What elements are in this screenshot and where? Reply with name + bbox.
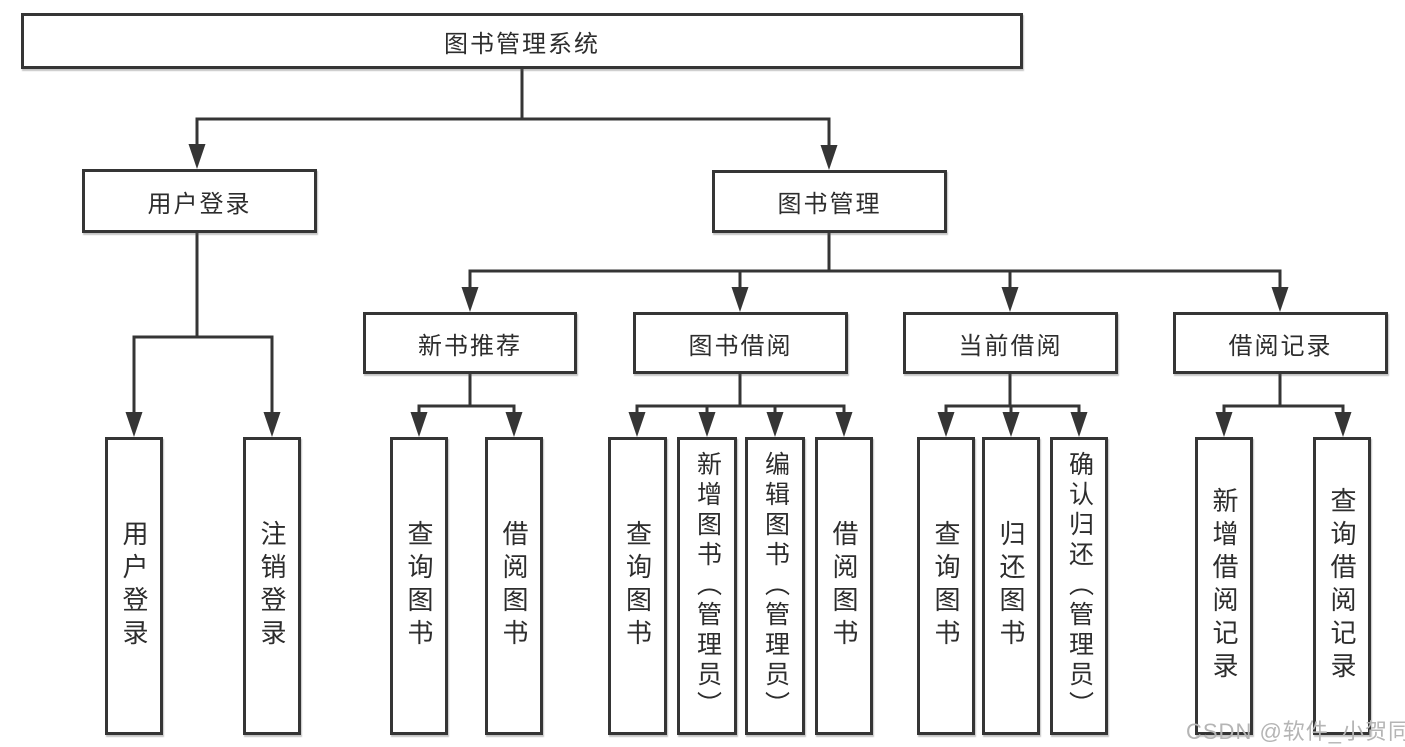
connector-userlogin-split bbox=[132, 335, 274, 418]
arrowhead-icon bbox=[505, 412, 523, 437]
leaf-query-books-current: 查询图书 bbox=[917, 437, 975, 735]
connector-root-split bbox=[195, 117, 831, 150]
arrowhead-icon bbox=[410, 412, 428, 437]
leaf-logout: 注销登录 bbox=[243, 437, 301, 735]
arrowhead-icon bbox=[835, 412, 853, 437]
leaf-edit-books-admin: 编辑图书（管理员） bbox=[745, 437, 805, 735]
leaf-borrow-books: 借阅图书 bbox=[815, 437, 873, 735]
leaf-user-login: 用户登录 bbox=[105, 437, 163, 735]
arrowhead-icon bbox=[1271, 287, 1289, 312]
csdn-watermark: CSDN @软件_小贺同学 bbox=[1186, 719, 1405, 744]
arrowhead-icon bbox=[125, 412, 143, 437]
arrowhead-icon bbox=[1334, 412, 1352, 437]
leaf-query-books-borrow: 查询图书 bbox=[608, 437, 667, 735]
arrowhead-icon bbox=[766, 412, 784, 437]
node-library-management-system: 图书管理系统 bbox=[21, 13, 1023, 69]
leaf-add-borrow-record: 新增借阅记录 bbox=[1195, 437, 1253, 735]
node-user-login: 用户登录 bbox=[82, 169, 317, 233]
leaf-return-books: 归还图书 bbox=[982, 437, 1040, 735]
arrowhead-icon bbox=[1002, 412, 1020, 437]
connector-bookmgmt-split bbox=[468, 269, 1282, 293]
arrowhead-icon bbox=[731, 287, 749, 312]
node-book-borrowing: 图书借阅 bbox=[633, 312, 848, 374]
arrowhead-icon bbox=[188, 144, 206, 169]
arrowhead-icon bbox=[628, 412, 646, 437]
connector-newbooks-split bbox=[417, 404, 516, 418]
leaf-borrow-books-recommend: 借阅图书 bbox=[485, 437, 543, 735]
leaf-confirm-return-admin: 确认归还（管理员） bbox=[1050, 437, 1108, 735]
node-new-book-recommendation: 新书推荐 bbox=[363, 312, 577, 374]
arrowhead-icon bbox=[1070, 412, 1088, 437]
arrowhead-icon bbox=[937, 412, 955, 437]
leaf-add-books-admin: 新增图书（管理员） bbox=[677, 437, 737, 735]
arrowhead-icon bbox=[1001, 287, 1019, 312]
arrowhead-icon bbox=[461, 287, 479, 312]
leaf-query-borrow-record: 查询借阅记录 bbox=[1313, 437, 1371, 735]
connector-bookborrow-split bbox=[635, 404, 846, 418]
leaf-query-books-recommend: 查询图书 bbox=[390, 437, 448, 735]
arrowhead-icon bbox=[1215, 412, 1233, 437]
node-book-management: 图书管理 bbox=[712, 170, 947, 233]
node-borrowing-records: 借阅记录 bbox=[1173, 312, 1388, 374]
arrowhead-icon bbox=[698, 412, 716, 437]
arrowhead-icon bbox=[263, 412, 281, 437]
connector-records-split bbox=[1222, 404, 1345, 418]
node-current-borrowing: 当前借阅 bbox=[903, 312, 1118, 374]
arrowhead-icon bbox=[820, 145, 838, 170]
